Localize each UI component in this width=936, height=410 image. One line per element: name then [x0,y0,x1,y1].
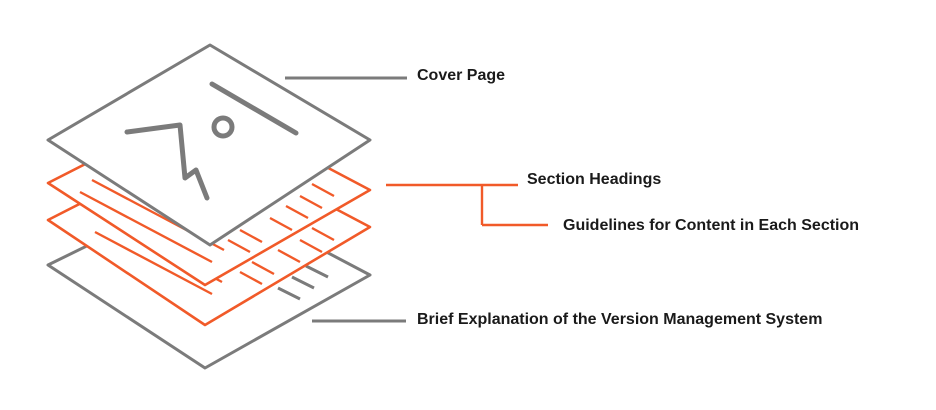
section-headings-leader [386,183,548,227]
cover-page-sheet [46,43,372,247]
bottom-page-lines [277,264,329,301]
cover-page-label: Cover Page [417,67,506,84]
guidelines-label: Guidelines for Content in Each Section [563,217,860,234]
upper-page-text-lines [79,178,335,264]
brief-explanation-label: Brief Explanation of the Version Managem… [417,311,823,328]
section-headings-label: Section Headings [527,171,662,188]
image-placeholder-icon [124,81,299,201]
